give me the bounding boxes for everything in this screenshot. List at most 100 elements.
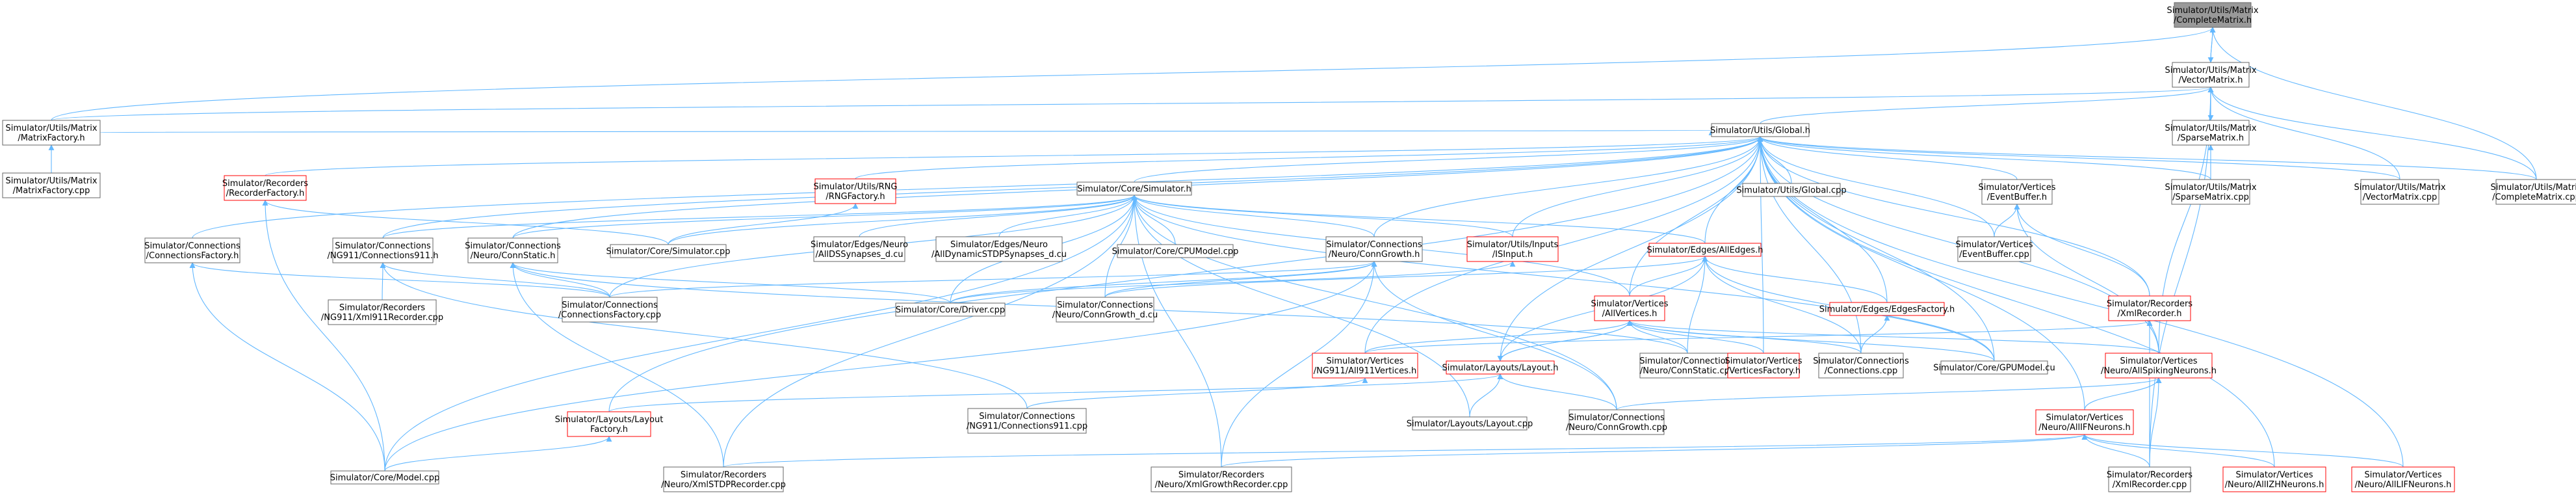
node-box <box>1648 243 1762 257</box>
node-xmlstdprecorder[interactable]: Simulator/Recorders/Neuro/XmlSTDPRecorde… <box>661 466 786 492</box>
node-label: /ConnectionsFactory.cpp <box>558 310 661 320</box>
node-conngrowth_cpp[interactable]: Simulator/Connections/Neuro/ConnGrowth.c… <box>1566 409 1667 435</box>
node-vectormatrix_h[interactable]: Simulator/Utils/Matrix/VectorMatrix.h <box>2165 62 2257 88</box>
node-simulator_h[interactable]: Simulator/Core/Simulator.h <box>1076 181 1192 196</box>
dependency-edge-conngrowth_h-to-conngrowth_cpp <box>1371 261 1617 410</box>
node-box <box>1412 416 1528 431</box>
node-conngrowth_h[interactable]: Simulator/Connections/Neuro/ConnGrowth.h <box>1325 236 1423 262</box>
node-allifneurons_h[interactable]: Simulator/Vertices/Neuro/AllIFNeurons.h <box>2035 409 2134 435</box>
node-box <box>2105 353 2213 379</box>
node-label: /VectorMatrix.cpp <box>2363 193 2438 202</box>
node-connections911_cpp[interactable]: Simulator/Connections/NG911/Connections9… <box>967 408 1087 434</box>
node-connections_cpp[interactable]: Simulator/Connections/Connections.cpp <box>1813 353 1909 379</box>
node-allizhneurons_h[interactable]: Simulator/Vertices/Neuro/AllIZHNeurons.h <box>2222 466 2326 492</box>
node-simulator_cpp[interactable]: Simulator/Core/Simulator.cpp <box>606 244 731 258</box>
dependency-edge-connections911_h-to-connections911_cpp <box>380 262 1028 409</box>
dependency-edge-allvertices_h-to-gpumodel_cu <box>1626 320 1995 362</box>
node-all911vertices_h[interactable]: Simulator/Vertices/NG911/All911Vertices.… <box>1312 353 1418 379</box>
node-label: /Neuro/ConnGrowth_d.cu <box>1052 310 1158 320</box>
dependency-edge-simulator_h-to-gpumodel_cu <box>1131 194 1995 362</box>
node-verticesfactory_h[interactable]: Simulator/Vertices/VerticesFactory.h <box>1725 353 1802 379</box>
node-completematrix_cpp[interactable]: Simulator/Utils/Matrix/CompleteMatrix.cp… <box>2490 179 2576 205</box>
dependency-edge-global_h-to-conngrowth_h <box>1373 136 1763 237</box>
node-xmlrecorder_h[interactable]: Simulator/Recorders/XmlRecorder.h <box>2107 295 2192 321</box>
node-connectionsfactory_cpp[interactable]: Simulator/Connections/ConnectionsFactory… <box>558 297 661 323</box>
node-isinput_h[interactable]: Simulator/Utils/Inputs/ISInput.h <box>1466 236 1559 262</box>
dependency-edge-global_h-to-completematrix_cpp <box>1757 136 2537 180</box>
dependency-edge-vectormatrix_h-to-matrixfactory_h <box>51 87 2213 121</box>
dependency-edge-simulator_h-to-xmlstdprecorder <box>723 194 1138 468</box>
node-alledges_h[interactable]: Simulator/Edges/AllEdges.h <box>1647 243 1763 257</box>
node-label: /AllDynamicSTDPSynapses_d.cu <box>931 250 1067 260</box>
node-allspikingneurons_h[interactable]: Simulator/Vertices/Neuro/AllSpikingNeuro… <box>2101 353 2217 379</box>
node-alldynamicstdp[interactable]: Simulator/Edges/Neuro/AllDynamicSTDPSyna… <box>931 236 1067 262</box>
dependency-edge-simulator_h-to-conngrowth_h <box>1131 194 1375 237</box>
node-box <box>2172 62 2250 88</box>
dependency-edge-layout_h-to-layout_cpp <box>1469 373 1503 418</box>
node-connections911_h[interactable]: Simulator/Connections/NG911/Connections9… <box>328 237 439 263</box>
node-global_h[interactable]: Simulator/Utils/Global.h <box>1710 123 1810 137</box>
node-box <box>224 175 307 201</box>
dependency-edge-simulator_h-to-alldynamicstdp <box>998 194 1138 237</box>
dependency-edge-global_h-to-alllifneurons_h <box>1757 136 2404 468</box>
node-model_cpp[interactable]: Simulator/Core/Model.cpp <box>330 470 439 485</box>
node-alllifneurons_h[interactable]: Simulator/Vertices/Neuro/AllLIFNeurons.h <box>2351 466 2455 492</box>
node-sparsematrix_h[interactable]: Simulator/Utils/Matrix/SparseMatrix.h <box>2165 120 2257 146</box>
node-edgesfactory_h[interactable]: Simulator/Edges/EdgesFactory.h <box>1819 302 1955 316</box>
node-box <box>562 297 658 323</box>
node-allvertices_h[interactable]: Simulator/Vertices/AllVertices.h <box>1591 295 1669 321</box>
dependency-edge-connstatic_h-to-driver_cpp <box>510 262 951 304</box>
node-box <box>567 411 651 437</box>
dependency-edge-conngrowth_h-to-model_cpp <box>384 261 1377 472</box>
dependency-edge-alledges_h-to-edgesfactory_h <box>1702 256 1888 303</box>
dependency-edge-allspikingneurons_h-to-xmlrecorder_cpp <box>2149 377 2162 468</box>
node-layout_h[interactable]: Simulator/Layouts/Layout.h <box>1442 360 1559 375</box>
node-label: /NG911/All911Vertices.h <box>1314 366 1417 376</box>
dependency-edge-recorderfactory_h-to-simulator_cpp <box>262 200 669 245</box>
node-connstatic_cpp[interactable]: Simulator/Connections/Neuro/ConnStatic.c… <box>1639 353 1736 379</box>
node-sparsematrix_cpp[interactable]: Simulator/Utils/Matrix/SparseMatrix.cpp <box>2165 179 2257 205</box>
node-label: Simulator/Vertices <box>1591 299 1669 309</box>
node-cpumodel_cpp[interactable]: Simulator/Core/CPUModel.cpp <box>1112 244 1239 258</box>
node-global_cpp[interactable]: Simulator/Utils/Global.cpp <box>1736 183 1847 197</box>
node-driver_cpp[interactable]: Simulator/Core/Driver.cpp <box>895 302 1006 317</box>
node-alldssynapses[interactable]: Simulator/Edges/Neuro/AllDSSynapses_d.cu <box>811 236 908 262</box>
dependency-edge-allifneurons_h-to-xmlstdprecorder <box>723 434 2087 468</box>
node-conngrowth_d_cu[interactable]: Simulator/Connections/Neuro/ConnGrowth_d… <box>1052 297 1158 323</box>
node-xmlgrowthrecorder[interactable]: Simulator/Recorders/Neuro/XmlGrowthRecor… <box>1151 466 1292 492</box>
node-label: Simulator/Core/Simulator.h <box>1077 185 1191 194</box>
node-xml911recorder[interactable]: Simulator/Recorders/NG911/Xml911Recorder… <box>321 299 443 325</box>
dependency-edge-simulator_h-to-alledges_h <box>1131 194 1706 244</box>
node-label: /SparseMatrix.cpp <box>2172 193 2249 202</box>
dependency-edge-completematrix_h-to-completematrix_cpp <box>2209 27 2537 180</box>
node-recorderfactory_h[interactable]: Simulator/Recorders/RecorderFactory.h <box>222 175 308 201</box>
dependency-edge-rngfactory_h-to-simulator_cpp <box>668 203 859 245</box>
node-xmlrecorder_cpp[interactable]: Simulator/Recorders/XmlRecorder.cpp <box>2107 466 2192 492</box>
dependency-edge-allvertices_h-to-allspikingneurons_h <box>1626 320 2159 354</box>
dependency-edge-allspikingneurons_h-to-conngrowth_cpp <box>1616 377 2162 410</box>
node-matrixfactory_cpp[interactable]: Simulator/Utils/Matrix/MatrixFactory.cpp <box>2 172 101 198</box>
node-matrixfactory_h[interactable]: Simulator/Utils/Matrix/MatrixFactory.h <box>2 120 101 146</box>
dependency-edge-layout_h-to-allvertices_h <box>1497 320 1630 362</box>
node-label: Simulator/Core/CPUModel.cpp <box>1112 247 1239 257</box>
node-connstatic_h[interactable]: Simulator/Connections/Neuro/ConnStatic.h <box>465 237 561 263</box>
node-eventbuffer_cpp[interactable]: Simulator/Vertices/EventBuffer.cpp <box>1956 236 2033 262</box>
dependency-edge-conngrowth_h-to-conngrowth_d_cu <box>1104 261 1377 298</box>
node-box <box>2171 179 2250 205</box>
node-label: /Neuro/ConnGrowth.cpp <box>1566 423 1667 433</box>
node-layout_cpp[interactable]: Simulator/Layouts/Layout.cpp <box>1407 416 1533 431</box>
dependency-edge-global_h-to-allvertices_h <box>1629 136 1763 297</box>
dependency-edge-vectormatrix_h-to-vectormatrix_cpp <box>2207 87 2400 180</box>
dependency-edge-global_h-to-connections_cpp <box>1757 136 1862 354</box>
node-eventbuffer_h[interactable]: Simulator/Vertices/EventBuffer.h <box>1979 179 2056 205</box>
node-box <box>1594 295 1665 321</box>
dependency-edge-simulator_h-to-isinput_h <box>1131 194 1513 237</box>
node-rngfactory_h[interactable]: Simulator/Utils/RNG/RNGFactory.h <box>814 178 898 204</box>
node-label: Simulator/Utils/Global.h <box>1710 126 1810 136</box>
node-box <box>2495 179 2576 205</box>
node-vectormatrix_cpp[interactable]: Simulator/Utils/Matrix/VectorMatrix.cpp <box>2354 179 2446 205</box>
node-gpumodel_cu[interactable]: Simulator/Core/GPUModel.cu <box>1933 360 2055 375</box>
dependency-edge-allspikingneurons_h-to-allifneurons_h <box>2084 377 2162 410</box>
node-connectionsfactory_h[interactable]: Simulator/Connections/ConnectionsFactory… <box>144 237 241 263</box>
